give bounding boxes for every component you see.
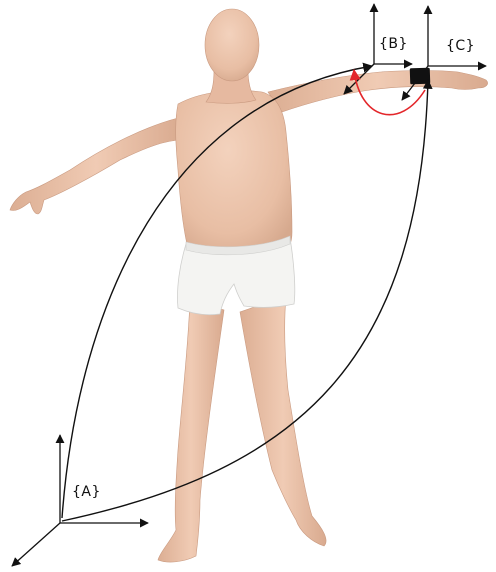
left-leg: [158, 300, 224, 562]
frame-a-axes: [12, 435, 148, 566]
right-arm: [268, 71, 488, 113]
head: [205, 9, 259, 81]
frame-a-y-axis: [12, 523, 60, 566]
left-arm: [10, 118, 182, 214]
frame-c-label: {C}: [446, 38, 475, 54]
frame-b-label: {B}: [379, 36, 408, 52]
torso: [176, 91, 292, 261]
frame-a-label: {A}: [72, 484, 101, 500]
human-figure: [10, 9, 488, 562]
right-leg: [240, 296, 326, 546]
